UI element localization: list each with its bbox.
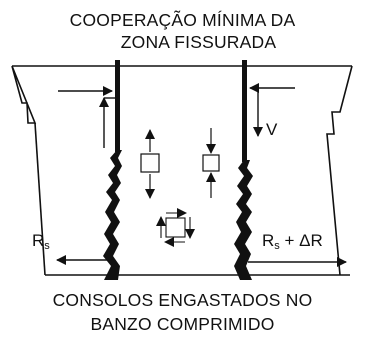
left-compression-arrows [58, 86, 115, 148]
diagram-title-line2: ZONA FISSURADA [120, 32, 277, 52]
diagram-caption-line2: BANZO COMPRIMIDO [90, 314, 275, 334]
beam-outline [11, 65, 353, 276]
diagram-title-line1: COOPERAÇÃO MÍNIMA DA [69, 10, 296, 30]
stress-element-right [202, 128, 220, 198]
tie-force-arrows [56, 255, 347, 267]
shear-stress-element [156, 208, 195, 247]
tie-force-right-label: Rs + ΔR [262, 231, 323, 252]
stress-element-left [140, 129, 160, 199]
tie-force-left-label: Rs [32, 231, 50, 252]
right-crack-section [234, 60, 253, 280]
diagram-caption-line1: CONSOLOS ENGASTADOS NO [52, 290, 313, 310]
left-crack-section [103, 60, 122, 280]
right-compression-arrows [249, 83, 295, 137]
shear-force-label: V [266, 120, 278, 139]
